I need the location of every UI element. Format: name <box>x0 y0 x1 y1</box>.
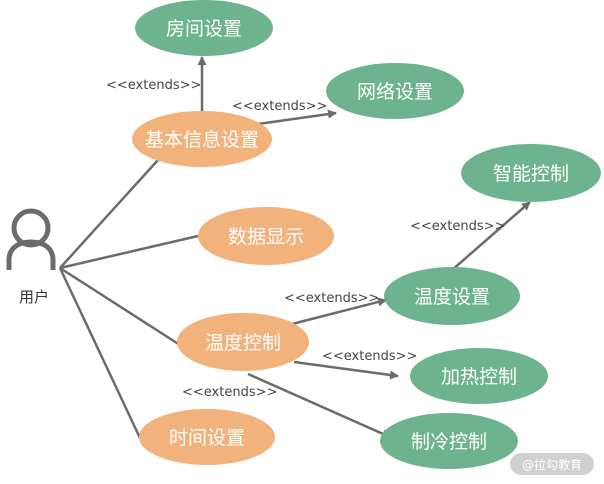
watermark-text: @拉勾教育 <box>522 457 582 472</box>
arrow-to-heat-control <box>293 360 399 380</box>
use-case-smart-control: 智能控制 <box>461 144 601 202</box>
use-case-label: 加热控制 <box>441 366 517 388</box>
arrow-to-cool-control <box>247 372 391 439</box>
arrow-to-smart-control <box>451 201 531 271</box>
assoc-temp-control <box>59 266 181 347</box>
use-case-heat-control: 加热控制 <box>410 348 548 404</box>
extend-labels: <<extends>> <<extends>> <<extends>> <<ex… <box>106 78 505 400</box>
extend-label-temp-setting: <<extends>> <box>284 291 379 306</box>
use-case-network-setting: 网络设置 <box>326 63 464 119</box>
use-case-temp-control: 温度控制 <box>177 313 309 371</box>
use-case-label: 网络设置 <box>357 81 433 103</box>
actor-label: 用户 <box>19 288 49 306</box>
assoc-data-display <box>59 234 199 270</box>
association-lines <box>58 159 199 439</box>
extend-arrows <box>197 56 531 439</box>
use-case-label: 房间设置 <box>166 18 242 40</box>
assoc-time-setting <box>58 267 142 439</box>
use-case-label: 温度设置 <box>414 286 490 308</box>
extend-label-heat: <<extends>> <box>322 349 417 364</box>
use-case-label: 基本信息设置 <box>145 129 259 151</box>
arrow-to-network-setting <box>257 109 337 126</box>
use-case-label: 时间设置 <box>169 427 245 449</box>
use-case-room-setting: 房间设置 <box>135 0 273 56</box>
actor: 用户 <box>6 208 56 306</box>
use-case-data-display: 数据显示 <box>198 207 334 265</box>
extend-label-smart: <<extends>> <box>410 219 505 234</box>
arrow-to-temp-setting <box>291 297 387 326</box>
assoc-basic-info <box>59 159 159 269</box>
use-case-basic-info: 基本信息设置 <box>132 111 272 167</box>
use-case-cool-control: 制冷控制 <box>380 413 518 469</box>
use-case-label: 制冷控制 <box>411 431 487 453</box>
user-icon <box>6 208 56 270</box>
use-case-label: 智能控制 <box>493 163 569 185</box>
extend-label-cool: <<extends>> <box>182 385 277 400</box>
extend-label-network: <<extends>> <box>232 99 327 114</box>
watermark: @拉勾教育 <box>510 453 594 475</box>
use-case-time-setting: 时间设置 <box>139 409 275 465</box>
extend-label-room: <<extends>> <box>106 78 201 93</box>
use-case-temp-setting: 温度设置 <box>384 267 520 325</box>
use-case-label: 温度控制 <box>205 332 281 354</box>
use-case-label: 数据显示 <box>228 226 304 248</box>
